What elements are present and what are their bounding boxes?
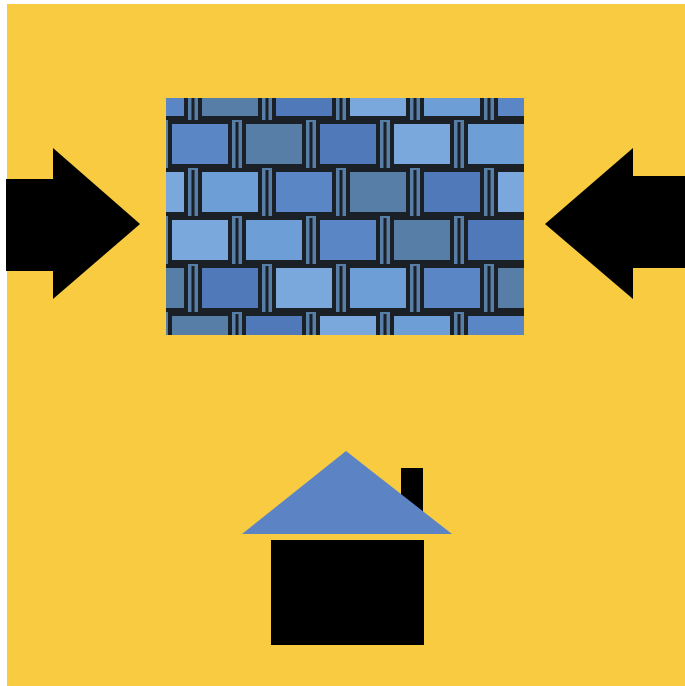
shingle-tile [170, 218, 230, 262]
shingle-tile [200, 170, 260, 214]
shingle-tile [392, 218, 452, 262]
shingle-tile [348, 266, 408, 310]
shingle-tile [274, 170, 334, 214]
shingle-tile [318, 218, 378, 262]
shingle-tile [170, 122, 230, 166]
shingle-tile [200, 266, 260, 310]
house-body [271, 540, 424, 645]
shingle-tile [466, 122, 526, 166]
shingle-tile [422, 266, 482, 310]
shingle-tile [244, 122, 304, 166]
shingle-tile [244, 218, 304, 262]
shingle-tile [274, 266, 334, 310]
shingle-tile [422, 170, 482, 214]
shingle-tile [348, 170, 408, 214]
shingle-tile [466, 218, 526, 262]
shingle-tile [318, 122, 378, 166]
shingle-tile [392, 122, 452, 166]
